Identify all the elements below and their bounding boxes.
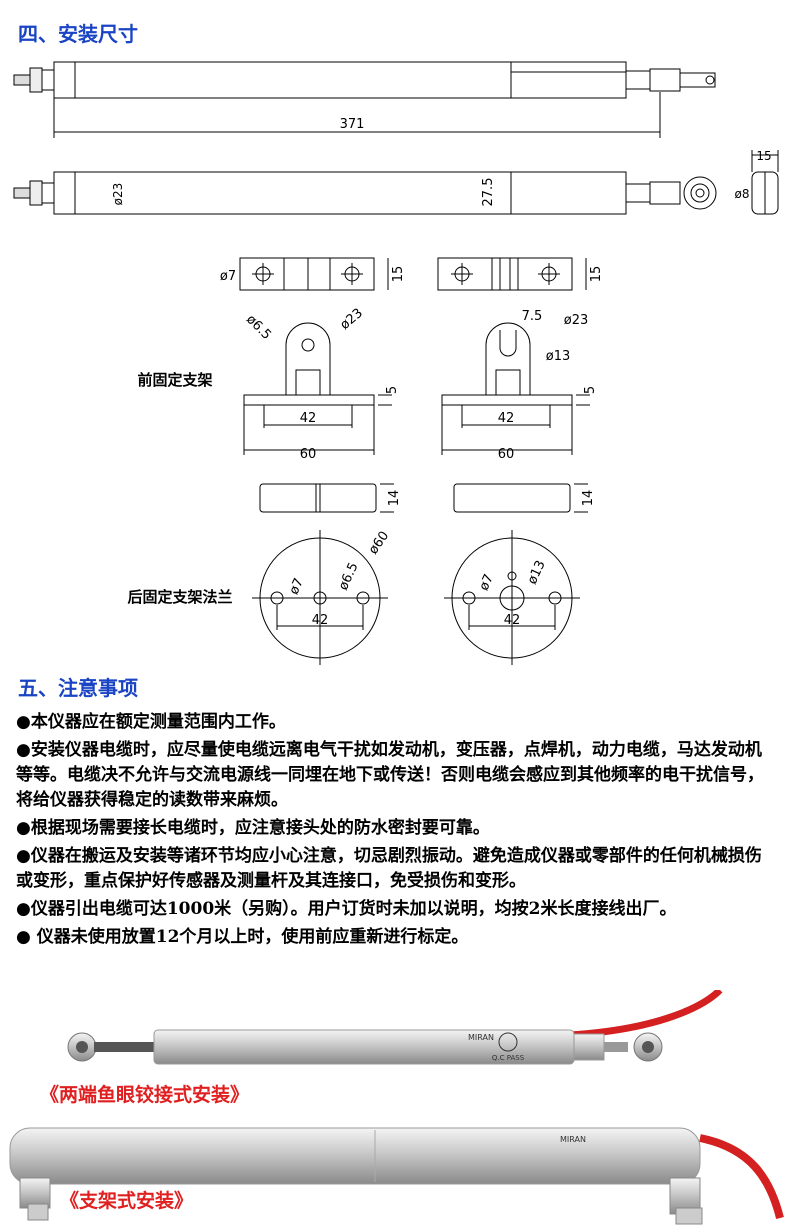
note-item: ●根据现场需要接长电缆时，应注意接头处的防水密封要可靠。	[16, 818, 490, 838]
section4-title: 四、安装尺寸	[18, 22, 138, 46]
brand-text: MIRAN	[468, 1033, 494, 1042]
dim-5-b: 5	[583, 386, 598, 394]
qc-text: Q.C PASS	[492, 1054, 525, 1062]
section5-title: 五、注意事项	[18, 676, 138, 700]
rear-flange-label: 后固定支架法兰	[127, 588, 232, 606]
dim-d23-b: ø23	[564, 313, 589, 328]
dim-42-c: 42	[312, 613, 329, 628]
dim-5-a: 5	[385, 386, 400, 394]
fisheye-install-photo: MIRAN Q.C PASS	[67, 990, 723, 1065]
dim-hole7-c: ø7	[477, 572, 497, 593]
note-item: ●安装仪器电缆时，应尽量使电缆远离电气干扰如发动机，变压器，点焊机，动力电缆，马…	[16, 740, 764, 810]
dim-60-a: 60	[300, 447, 317, 462]
dim-hole65-b: ø6.5	[336, 560, 362, 592]
note-item: ●仪器引出电缆可达1000米（另购）。用户订货时未加以说明，均按2米长度接线出厂…	[16, 899, 677, 919]
dim-60-b: 60	[498, 447, 515, 462]
dim-d60: ø60	[366, 529, 392, 558]
bracket-install-photo: MIRAN	[9, 1127, 784, 1225]
dim-7-5: 7.5	[522, 309, 543, 324]
dim-42-a: 42	[300, 411, 317, 426]
dim-eye-15: 15	[756, 149, 771, 163]
note-item: ●仪器在搬运及安装等诸环节均应小心注意，切忌剧烈振动。避免造成仪器或零部件的任何…	[16, 846, 762, 891]
dim-42-b: 42	[498, 411, 515, 426]
dim-hole7-b: ø7	[287, 576, 307, 597]
dim-371: 371	[340, 117, 365, 132]
dim-d13-b: ø13	[525, 558, 549, 587]
dim-15-b: 15	[589, 266, 604, 283]
note-item: ● 仪器未使用放置12个月以上时，使用前应重新进行标定。	[16, 927, 469, 947]
dim-d13-a: ø13	[546, 349, 571, 364]
dim-42-d: 42	[504, 613, 521, 628]
dim-d23-a: ø23	[338, 306, 366, 333]
notes-list: ●本仪器应在额定测量范围内工作。 ●安装仪器电缆时，应尽量使电缆远离电气干扰如发…	[16, 710, 778, 953]
dim-27-5: 27.5	[481, 178, 496, 207]
dim-hole7-a: ø7	[220, 269, 236, 284]
dim-14-b: 14	[581, 490, 596, 507]
front-bracket-label: 前固定支架	[137, 371, 212, 389]
dim-15-a: 15	[391, 266, 406, 283]
brand-text-2: MIRAN	[560, 1135, 586, 1144]
dim-hole65-a: ø6.5	[243, 312, 274, 343]
dim-dia23: ø23	[111, 183, 125, 206]
installation-drawing: 371 ø23 27.5 15 ø8	[13, 61, 779, 665]
note-item: ●本仪器应在额定测量范围内工作。	[16, 712, 286, 732]
bracket-install-label: 《支架式安装》	[60, 1190, 194, 1212]
fisheye-install-label: 《两端鱼眼铰接式安装》	[40, 1084, 250, 1106]
dim-14-a: 14	[387, 490, 402, 507]
dim-eye-dia8: ø8	[735, 187, 750, 201]
